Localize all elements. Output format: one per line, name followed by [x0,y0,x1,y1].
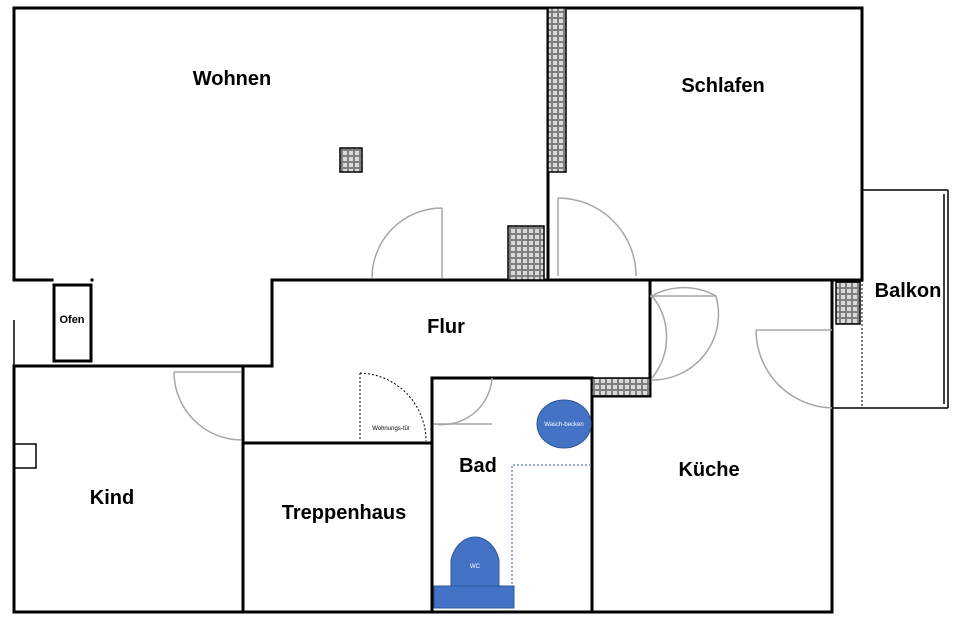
wc [450,536,500,587]
bad-fixtures: Wasch-becken WC [433,399,592,612]
room-label-kueche: Küche [678,459,739,481]
room-label-kind: Kind [90,487,134,509]
room-label-flur: Flur [427,316,465,338]
room-label-balkon: Balkon [875,280,942,302]
waschbecken [536,399,592,449]
ofen-label: Ofen [59,314,84,326]
balkon-outline [832,189,949,409]
left-wall-details [13,320,37,469]
room-label-schlafen: Schlafen [681,75,764,97]
walls [12,6,864,614]
waschbecken-label: Wasch-becken [544,422,583,428]
room-label-treppenhaus: Treppenhaus [282,502,406,524]
wc-label: WC [470,564,481,570]
room-label-wohnen: Wohnen [193,68,272,90]
ofen: Ofen [52,283,93,363]
room-label-bad: Bad [459,455,497,477]
wohnungstuer-label: Wohnungs-tür [372,426,410,432]
chimneys [339,7,861,397]
wc-tank [433,585,515,609]
doors: Wohnungs-tür [173,197,833,442]
room-labels: Wohnen Schlafen Balkon Flur Küche Kind T… [90,68,942,524]
